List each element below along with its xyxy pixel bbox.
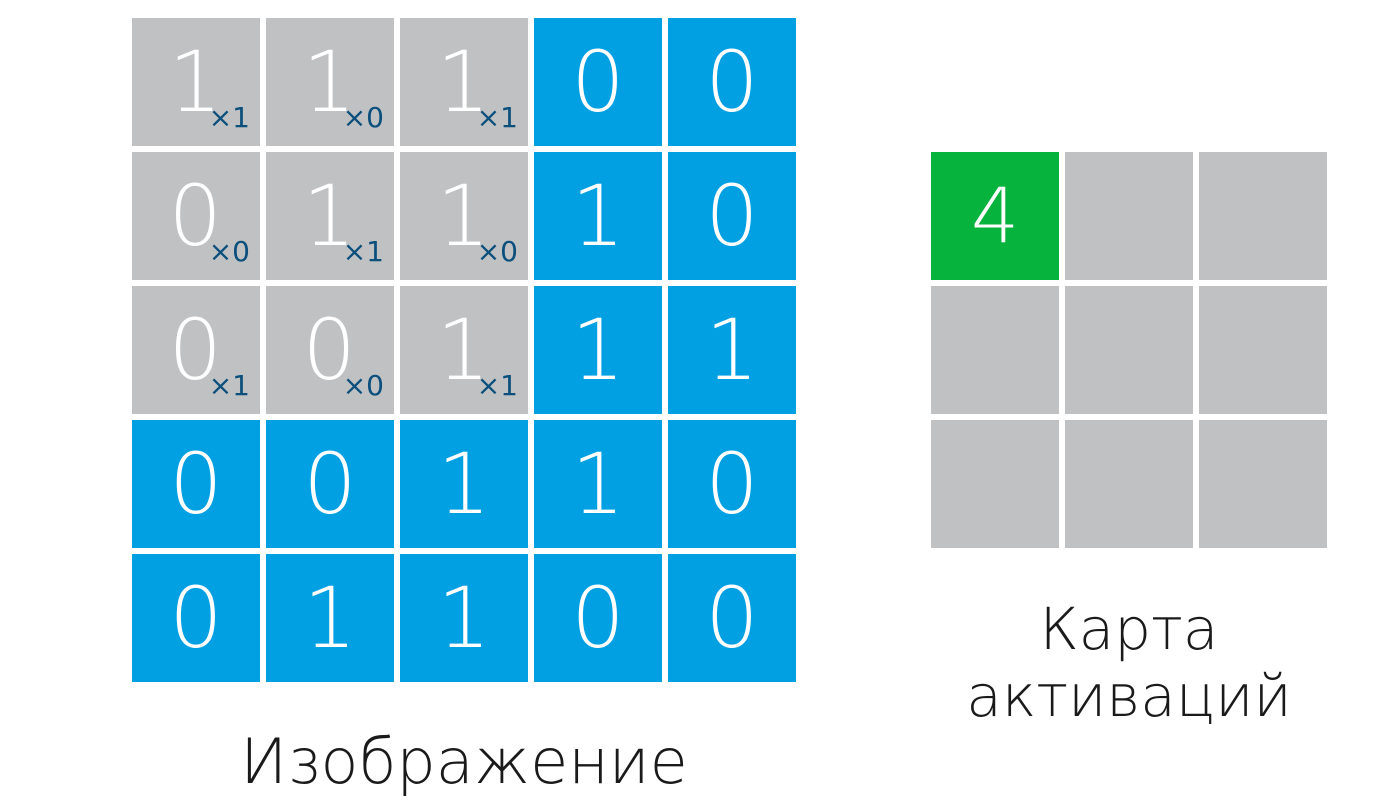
image-cell-value: 1 — [705, 301, 759, 399]
image-cell: 1×1 — [400, 286, 528, 414]
image-cell-value: 1 — [303, 569, 357, 667]
kernel-weight: ×1 — [342, 235, 384, 268]
image-cell-value: 1 — [437, 435, 491, 533]
image-cell-value: 0 — [169, 569, 223, 667]
image-cell: 0 — [534, 18, 662, 146]
image-cell: 1 — [534, 286, 662, 414]
image-cell-value: 1 — [571, 167, 625, 265]
image-cell: 1×0 — [400, 152, 528, 280]
image-cell: 1×1 — [132, 18, 260, 146]
image-cell: 1×1 — [266, 152, 394, 280]
image-cell-value: 0 — [705, 569, 759, 667]
image-cell: 0×1 — [132, 286, 260, 414]
kernel-weight: ×1 — [208, 101, 250, 134]
activation-cell — [1065, 286, 1193, 414]
image-caption-text: Изображение — [240, 725, 688, 798]
image-cell: 0 — [534, 554, 662, 682]
kernel-weight: ×1 — [476, 101, 518, 134]
image-cell-value: 1 — [302, 33, 356, 131]
activation-map-grid: 4 — [931, 152, 1327, 548]
kernel-weight: ×0 — [342, 101, 384, 134]
image-cell: 0 — [668, 554, 796, 682]
image-cell: 1 — [534, 152, 662, 280]
image-caption: Изображение — [132, 726, 796, 797]
image-cell: 1 — [534, 420, 662, 548]
image-cell-value: 0 — [168, 301, 222, 399]
image-cell: 0 — [132, 420, 260, 548]
image-cell: 0 — [668, 420, 796, 548]
image-cell-value: 0 — [705, 167, 759, 265]
image-cell: 0 — [266, 420, 394, 548]
image-cell: 1 — [668, 286, 796, 414]
image-cell: 0 — [668, 18, 796, 146]
image-cell-value: 1 — [436, 33, 490, 131]
image-cell-value: 1 — [436, 301, 490, 399]
activation-map-caption: Карта активаций — [931, 596, 1327, 729]
image-cell-value: 0 — [571, 569, 625, 667]
activation-cell — [1199, 152, 1327, 280]
image-cell-value: 1 — [437, 569, 491, 667]
image-cell-value: 0 — [168, 167, 222, 265]
image-cell-value: 0 — [705, 33, 759, 131]
activation-cell — [1199, 420, 1327, 548]
image-cell: 0 — [668, 152, 796, 280]
image-cell-value: 0 — [705, 435, 759, 533]
image-cell-value: 0 — [302, 301, 356, 399]
image-cell-value: 1 — [302, 167, 356, 265]
image-cell: 1 — [400, 420, 528, 548]
image-cell-value: 0 — [303, 435, 357, 533]
kernel-weight: ×0 — [476, 235, 518, 268]
image-cell: 0 — [132, 554, 260, 682]
image-cell: 1 — [266, 554, 394, 682]
kernel-weight: ×0 — [342, 369, 384, 402]
image-cell: 1×0 — [266, 18, 394, 146]
activation-cell — [931, 286, 1059, 414]
activation-cell — [1065, 152, 1193, 280]
activation-caption-line2: активаций — [966, 661, 1292, 730]
activation-cell-value: 4 — [970, 171, 1020, 260]
activation-cell: 4 — [931, 152, 1059, 280]
image-cell: 1 — [400, 554, 528, 682]
activation-caption-line1: Карта — [1039, 595, 1219, 663]
image-cell-value: 0 — [169, 435, 223, 533]
image-cell-value: 1 — [168, 33, 222, 131]
activation-cell — [931, 420, 1059, 548]
kernel-weight: ×0 — [208, 235, 250, 268]
image-cell-value: 1 — [571, 435, 625, 533]
image-cell-value: 0 — [571, 33, 625, 131]
image-cell: 0×0 — [266, 286, 394, 414]
activation-cell — [1065, 420, 1193, 548]
image-cell: 0×0 — [132, 152, 260, 280]
kernel-weight: ×1 — [208, 369, 250, 402]
activation-cell — [1199, 286, 1327, 414]
image-cell: 1×1 — [400, 18, 528, 146]
kernel-weight: ×1 — [476, 369, 518, 402]
image-cell-value: 1 — [436, 167, 490, 265]
image-cell-value: 1 — [571, 301, 625, 399]
